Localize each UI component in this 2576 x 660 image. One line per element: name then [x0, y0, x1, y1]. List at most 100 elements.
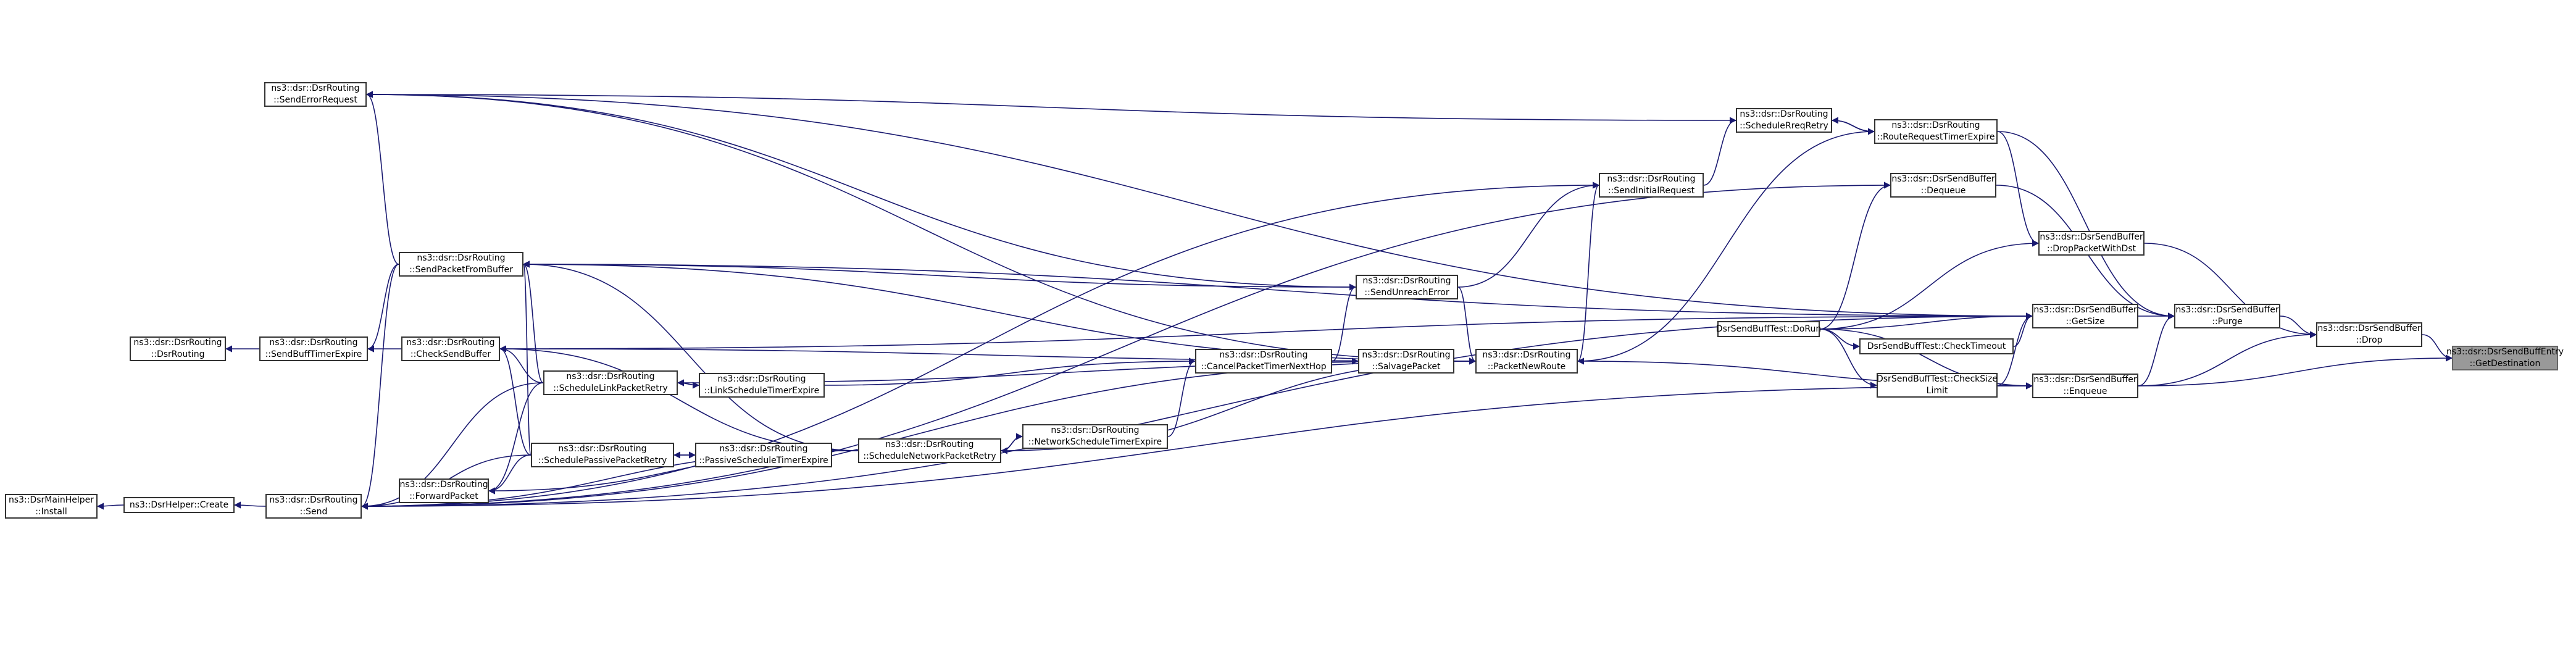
graph-node-label: ::CancelPacketTimerNextHop — [1201, 362, 1327, 372]
call-edge-dorun-to-checksize — [1819, 328, 1878, 389]
graph-node-getsize[interactable]: ns3::dsr::DsrSendBuffer::GetSize — [2032, 304, 2138, 328]
graph-node-label: ns3::dsr::DsrRouting — [1607, 174, 1696, 184]
graph-node-linksched[interactable]: ns3::dsr::DsrRouting::LinkScheduleTimerE… — [699, 373, 825, 398]
call-edge-netsched-to-cancelpkt — [1167, 357, 1196, 437]
call-edge-linksched-to-cancelpkt — [824, 357, 1196, 386]
graph-node-send[interactable]: ns3::dsr::DsrRouting::Send — [265, 494, 362, 519]
call-edge-helpercreate-to-install — [96, 503, 124, 510]
call-edge-enqueue-to-getdest — [2138, 354, 2453, 386]
graph-node-sendinit[interactable]: ns3::dsr::DsrRouting::SendInitialRequest — [1599, 173, 1704, 198]
call-edge-linksched-to-schedlink — [677, 379, 699, 386]
call-edge-sendunreach-to-sendinit — [1457, 182, 1600, 288]
call-edge-send-to-helpercreate — [233, 501, 266, 509]
call-edge-getsize-to-senderr — [365, 91, 2033, 317]
call-edge-packetnew-to-senderr — [365, 91, 1476, 362]
graph-node-label: ::NetworkScheduleTimerExpire — [1028, 437, 1162, 447]
graph-node-label: ::DropPacketWithDst — [2046, 244, 2136, 254]
graph-node-schedpass[interactable]: ns3::dsr::DsrRouting::SchedulePassivePac… — [531, 443, 674, 467]
graph-node-label: ns3::dsr::DsrRouting — [406, 338, 495, 348]
graph-node-label: ns3::dsr::DsrRouting — [417, 253, 506, 263]
graph-node-label: ::ForwardPacket — [409, 491, 478, 501]
graph-node-sendunreach[interactable]: ns3::dsr::DsrRouting::SendUnreachError — [1356, 275, 1458, 299]
graph-node-label: ns3::dsr::DsrSendBuffer — [2033, 375, 2137, 385]
call-edge-sendpkt-to-senderr — [365, 91, 399, 265]
call-edge-send-to-enqueue — [361, 382, 2033, 507]
graph-node-sendpkt[interactable]: ns3::dsr::DsrRouting::SendPacketFromBuff… — [399, 252, 523, 277]
graph-node-label: ns3::DsrMainHelper — [8, 495, 94, 505]
call-edge-dequeue-to-send — [361, 185, 1891, 510]
graph-node-label: ::SendBuffTimerExpire — [265, 349, 362, 359]
graph-node-label: ::Dequeue — [1920, 186, 1966, 196]
call-edge-sendinit-to-schedreq — [1703, 117, 1737, 186]
graph-node-label: ns3::dsr::DsrRouting — [399, 480, 488, 490]
graph-node-label: DsrSendBuffTest::CheckSize — [1876, 374, 1998, 384]
call-edge-schedlink-to-send — [361, 382, 544, 510]
graph-node-salvage[interactable]: ns3::dsr::DsrRouting::SalvagePacket — [1358, 349, 1454, 374]
graph-node-senderr[interactable]: ns3::dsr::DsrRouting::SendErrorRequest — [264, 82, 367, 107]
graph-node-label: ::SendUnreachError — [1364, 288, 1449, 298]
graph-node-schednet[interactable]: ns3::dsr::DsrRouting::ScheduleNetworkPac… — [858, 438, 1001, 463]
call-edge-packetnew-to-sendinit — [1577, 182, 1600, 362]
call-edge-getsize-to-send — [361, 315, 2033, 510]
graph-node-label: ::CheckSendBuffer — [410, 349, 491, 359]
call-edge-routereq-to-schedreq — [1831, 117, 1875, 132]
graph-node-drop[interactable]: ns3::dsr::DsrSendBuffer::Drop — [2316, 322, 2422, 347]
graph-node-schedreq[interactable]: ns3::dsr::DsrRouting::ScheduleRreqRetry — [1736, 108, 1832, 133]
call-edge-checksize-to-getsize — [1997, 312, 2033, 386]
graph-node-helpercreate[interactable]: ns3::DsrHelper::Create — [123, 497, 235, 513]
graph-node-dorun[interactable]: DsrSendBuffTest::DoRun — [1716, 321, 1821, 337]
graph-node-label: ns3::dsr::DsrRouting — [133, 338, 222, 348]
graph-node-label: ::SalvagePacket — [1372, 362, 1441, 372]
graph-node-schedlink[interactable]: ns3::dsr::DsrRouting::ScheduleLinkPacket… — [543, 370, 678, 395]
graph-node-routereq[interactable]: ns3::dsr::DsrRouting::RouteRequestTimerE… — [1874, 119, 1998, 144]
call-edge-schedreq-to-senderr — [365, 91, 1736, 121]
graph-node-checkbuf[interactable]: ns3::dsr::DsrRouting::CheckSendBuffer — [401, 336, 500, 361]
graph-node-label: ns3::dsr::DsrRouting — [719, 444, 808, 454]
graph-node-label: Limit — [1926, 386, 1948, 396]
call-edge-sendpkt-to-send — [361, 264, 399, 510]
graph-node-label: ::Install — [35, 507, 67, 517]
graph-node-droppkt[interactable]: ns3::dsr::DsrSendBuffer::DropPacketWithD… — [2038, 231, 2145, 256]
graph-node-checktimeout[interactable]: DsrSendBuffTest::CheckTimeout — [1859, 338, 2014, 354]
graph-node-netsched[interactable]: ns3::dsr::DsrRouting::NetworkScheduleTim… — [1022, 424, 1168, 449]
graph-node-label: ::ScheduleNetworkPacketRetry — [863, 451, 996, 461]
call-edge-schedlink-to-checkbuf — [499, 345, 544, 383]
graph-node-dsrrouting[interactable]: ns3::dsr::DsrRouting::DsrRouting — [130, 336, 226, 361]
graph-node-getdest[interactable]: ns3::dsr::DsrSendBuffEntry::GetDestinati… — [2446, 346, 2564, 370]
graph-node-label: ::SchedulePassivePacketRetry — [538, 456, 667, 466]
graph-node-label: ::GetDestination — [2469, 359, 2541, 369]
graph-node-label: ::LinkScheduleTimerExpire — [704, 386, 820, 396]
graph-node-label: ::Purge — [2212, 317, 2243, 327]
graph-node-forward[interactable]: ns3::dsr::DsrRouting::ForwardPacket — [399, 478, 489, 503]
graph-node-passsched[interactable]: ns3::dsr::DsrRouting::PassiveScheduleTim… — [695, 443, 832, 467]
call-edge-schednet-to-checkbuf — [499, 345, 859, 451]
graph-node-label: ns3::dsr::DsrRouting — [1740, 109, 1828, 119]
graph-node-enqueue[interactable]: ns3::dsr::DsrSendBuffer::Enqueue — [2032, 374, 2138, 398]
graph-node-label: ns3::dsr::DsrRouting — [1219, 350, 1308, 360]
graph-node-label: ns3::dsr::DsrRouting — [269, 495, 358, 505]
call-edge-dorun-to-getsize — [1819, 312, 2033, 330]
graph-node-label: ns3::dsr::DsrRouting — [1482, 350, 1571, 360]
call-edge-schedpass-to-forward — [488, 454, 531, 495]
graph-node-label: ns3::dsr::DsrRouting — [1051, 425, 1140, 435]
graph-node-install[interactable]: ns3::DsrMainHelper::Install — [5, 494, 98, 519]
call-edge-netsched-to-schednet — [1000, 436, 1023, 454]
call-edge-getsize-to-checkbuf — [499, 315, 2033, 353]
call-edge-droppkt-to-drop — [2144, 243, 2317, 338]
graph-node-label: ns3::dsr::DsrRouting — [566, 372, 655, 382]
call-edge-sendunreach-to-sendpkt — [522, 261, 1356, 288]
call-edge-routereq-to-purge — [1997, 131, 2175, 320]
graph-node-purge[interactable]: ns3::dsr::DsrSendBuffer::Purge — [2174, 304, 2280, 328]
graph-node-cancelpkt[interactable]: ns3::dsr::DsrRouting::CancelPacketTimerN… — [1195, 349, 1332, 374]
call-edge-schedlink-to-forward — [488, 382, 544, 495]
graph-node-label: ns3::DsrHelper::Create — [129, 499, 229, 510]
graph-node-dequeue[interactable]: ns3::dsr::DsrSendBuffer::Dequeue — [1890, 173, 1996, 198]
graph-node-label: ::PacketNewRoute — [1487, 362, 1566, 372]
graph-node-sendbuff[interactable]: ns3::dsr::DsrRouting::SendBuffTimerExpir… — [259, 336, 368, 361]
graph-node-packetnew[interactable]: ns3::dsr::DsrRouting::PacketNewRoute — [1475, 349, 1578, 374]
call-edge-getsize-to-sendpkt — [522, 261, 2033, 317]
graph-node-label: ::GetSize — [2065, 317, 2105, 327]
graph-node-label: ::Drop — [2356, 335, 2383, 345]
graph-node-label: ns3::dsr::DsrRouting — [1891, 120, 1980, 130]
